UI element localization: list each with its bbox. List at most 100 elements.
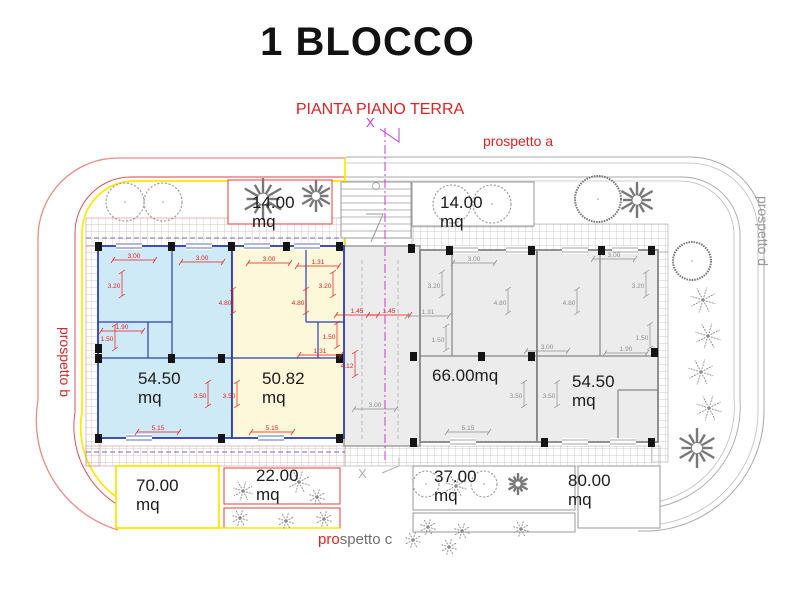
column [648,246,655,255]
window-icon [450,438,476,446]
area-unit: mq [262,388,286,407]
tree-icon [105,182,145,222]
windows-layer [116,242,638,446]
garden-box-37 [412,465,576,511]
elevation-label-c-red: pro [318,531,340,548]
area-value: 50.82 [262,369,305,388]
apartment-center-unit [419,249,538,443]
page-title: 1 BLOCCO [260,20,475,64]
window-icon [126,434,152,442]
area-unit: mq [440,212,464,231]
dimensions-layer: 3.00 3.00 3.20 4.80 1.90 1.50 3.50 5.15 3.00 1.31… [98,252,654,436]
central-hall [343,245,421,447]
column [336,354,343,363]
area-unit: mq [474,366,499,385]
bush-icon [419,518,437,536]
column [408,244,415,253]
window-icon [244,242,270,250]
area-value: 70.00 [136,476,179,495]
apartment-cream-unit [231,245,345,439]
window-icon [186,242,212,250]
bush-icon [308,488,326,506]
bush-icon [512,520,530,538]
elevation-label-c-gray: spetto c [339,531,393,548]
area-unit: mq [434,486,458,505]
tree-icon [472,184,512,224]
section-marker-top: X [366,115,375,130]
column [95,354,102,363]
dimension-label: 3.20 [108,283,121,290]
apartment-blue-unit [97,245,233,439]
dimension-label: 3.50 [510,393,523,400]
tree-icon [143,182,183,222]
bush-icon [454,523,470,539]
bush-icon [231,509,249,527]
column [228,242,235,251]
bush-icon [404,531,422,549]
bush-icon [445,475,467,497]
window-icon [294,242,320,250]
stair [340,181,412,243]
window-icon [610,438,636,446]
dimension-label: 1.31 [312,259,325,266]
window-icon [562,246,588,254]
pinwheel-tree-icon [620,182,654,218]
pinwheel-tree-icon [679,428,715,468]
dimension-label: 1.90 [620,346,633,353]
dimension-label: 4.80 [563,300,576,307]
area-value: 80.00 [568,471,611,490]
apartment-center-area-label: 66.00mq [432,366,498,385]
dimension-label: 5.15 [462,425,475,432]
dimension-label: 1.50 [323,334,336,341]
dimension-label: 1.31 [314,348,327,355]
dimension-label: 3.50 [543,393,556,400]
dimension-label: 1.90 [116,324,129,331]
dimension-label: 4.80 [219,300,232,307]
dimension-label: 3.00 [128,253,141,260]
section-line [379,128,400,474]
column [651,348,658,357]
area-value: 37.00 [434,467,477,486]
area-value: 14.00 [440,193,483,212]
boundary-inner-red [73,176,346,518]
elevation-label-d: prospetto d [755,195,771,267]
area-unit: mq [572,391,596,410]
column [336,434,343,443]
window-icon [562,438,588,446]
area-unit: mq [568,490,592,509]
terrace-box-left [227,179,333,225]
pinwheel-tree-icon [301,180,331,212]
bush-icon [288,471,310,493]
stair-direction-arrow [366,213,384,243]
bush-icon [277,512,295,530]
dimension-label: 3.00 [541,344,554,351]
dimension-label: 3.00 [468,256,481,263]
column [168,242,175,251]
dimension-label: 3.50 [223,393,236,400]
pinwheel-tree-icon [244,178,282,220]
column [478,352,485,361]
dimension-label: 4.12 [341,363,354,370]
dimension-label: 3.00 [196,255,209,262]
dimension-label: 3.50 [194,393,207,400]
stair-circle [372,182,380,190]
bush-icon [440,538,458,556]
dimension-label: 3.00 [608,252,621,259]
area-unit: mq [136,495,160,514]
column [410,352,417,361]
column [218,434,225,443]
dimension-label: 3.20 [632,283,645,290]
column [410,438,417,447]
boundary-inner-gray2 [346,180,735,504]
column [336,242,343,251]
elevation-label-c: prospetto c [318,531,392,548]
area-value: 66.00 [432,366,475,385]
dimension-label: 3.00 [369,402,382,409]
elevation-label-b: prospetto b [57,326,73,398]
dimension-label: 1.50 [432,337,445,344]
